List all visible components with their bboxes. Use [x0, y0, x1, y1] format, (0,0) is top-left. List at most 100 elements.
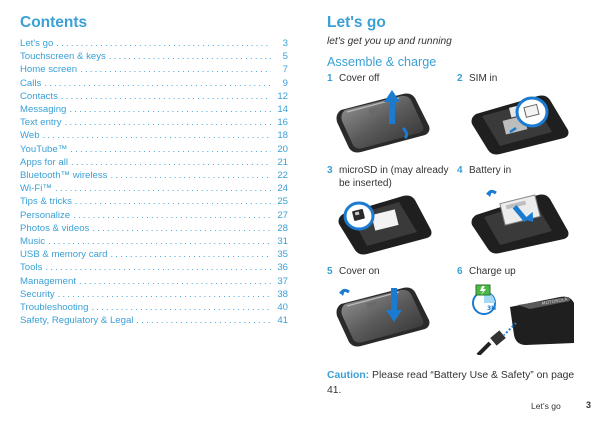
toc-entry-page: 40	[277, 302, 288, 314]
toc-entry-label: Let's go	[20, 38, 54, 49]
toc-leader-dots	[92, 222, 271, 235]
toc-entry[interactable]: Touchscreen & keys 5	[20, 50, 288, 63]
toc-entry-label: Management	[20, 275, 76, 287]
toc-entry[interactable]: USB & memory card 35	[20, 248, 288, 261]
toc-leader-dots	[91, 301, 271, 314]
toc-entry[interactable]: Management 37	[20, 275, 288, 288]
toc-entry[interactable]: Safety, Regulatory & Legal 41	[20, 314, 288, 327]
toc-entry-page: 38	[277, 288, 288, 300]
step-4: 4 Battery in	[457, 165, 511, 178]
toc-entry[interactable]: Let's go 3	[20, 37, 288, 50]
toc-entry[interactable]: Messaging 14	[20, 103, 288, 116]
toc-leader-dots	[45, 261, 271, 274]
step-number: 6	[457, 266, 463, 277]
toc-entry-label: Contacts	[20, 90, 58, 102]
charge-up-illustration: MOTOROLA 3H	[472, 284, 574, 355]
toc-entry-page: 27	[277, 209, 288, 221]
toc-entry[interactable]: Web 18	[20, 129, 288, 142]
toc-entry-page: 14	[277, 104, 288, 116]
step-label: microSD in (may already be inserted)	[339, 165, 449, 189]
arrow-down-icon	[512, 205, 534, 223]
toc-entry[interactable]: Personalize 27	[20, 209, 288, 222]
toc-entry-label: Tools	[20, 262, 43, 274]
charge-timer-icon: 3H	[472, 291, 496, 315]
toc-entry-page: 5	[282, 51, 288, 63]
cover-on-illustration	[336, 287, 430, 347]
section-title: Let's go	[327, 14, 386, 31]
toc-leader-dots	[69, 103, 271, 116]
toc-leader-dots	[73, 209, 271, 222]
toc-entry-page: 24	[277, 183, 288, 195]
toc-entry[interactable]: Tools 36	[20, 261, 288, 274]
toc-entry-page: 25	[277, 196, 288, 208]
toc-entry[interactable]: YouTube™20	[20, 143, 288, 156]
toc-entry-page: 16	[277, 117, 288, 129]
toc-entry-page: 12	[277, 90, 288, 102]
battery-in-illustration	[471, 189, 569, 254]
toc-entry[interactable]: Photos & videos28	[20, 222, 288, 235]
toc-leader-dots	[43, 129, 271, 142]
toc-entry-page: 21	[277, 156, 288, 168]
toc-leader-dots	[110, 169, 271, 182]
toc-entry[interactable]: Tips & tricks 25	[20, 195, 288, 208]
arrow-down-icon	[386, 288, 402, 322]
microsd-card-icon	[343, 201, 375, 231]
toc-entry[interactable]: Troubleshooting 40	[20, 301, 288, 314]
toc-entry-page: 18	[277, 130, 288, 142]
toc-entry-page: 22	[277, 170, 288, 182]
step-label: Cover on	[339, 266, 380, 277]
toc-entry[interactable]: Wi-Fi™24	[20, 182, 288, 195]
toc-entry-label: Touchscreen & keys	[20, 51, 106, 63]
toc-leader-dots	[55, 182, 271, 195]
toc-entry-label: Home screen	[20, 64, 78, 76]
toc-leader-dots	[56, 37, 271, 50]
toc-entry-page: 35	[277, 249, 288, 261]
step-label: Charge up	[469, 266, 516, 277]
lets-go-section: Let's go let's get you up and running As…	[327, 14, 597, 70]
caution-text: Please read “Battery Use & Safety” on pa…	[327, 370, 575, 396]
toc-entry-label: Messaging	[20, 104, 67, 116]
toc-entry-label: Web	[20, 130, 40, 142]
toc-entry-label: Troubleshooting	[20, 302, 89, 314]
toc-entry-label: Safety, Regulatory & Legal	[20, 315, 134, 327]
arrow-up-icon	[384, 90, 400, 124]
step-number: 4	[457, 165, 463, 176]
toc-entry-page: 36	[277, 262, 288, 274]
caution-note: Caution: Please read “Battery Use & Safe…	[327, 369, 577, 398]
step-label: Battery in	[469, 165, 512, 176]
toc-entry-page: 9	[282, 77, 288, 89]
toc-entry[interactable]: Home screen 7	[20, 63, 288, 76]
toc-entry-label: Bluetooth™ wireless	[20, 170, 108, 182]
svg-text:MOTOROLA: MOTOROLA	[541, 296, 569, 307]
toc-entry[interactable]: Text entry16	[20, 116, 288, 129]
toc-entry-page: 3	[282, 38, 288, 49]
toc-entry-label: Tips & tricks	[20, 196, 72, 208]
toc-entry-page: 7	[282, 64, 288, 76]
toc-entry-label: USB & memory card	[20, 249, 108, 261]
toc-entry[interactable]: Music31	[20, 235, 288, 248]
step-label: SIM in	[469, 73, 498, 84]
toc-entry[interactable]: Calls9	[20, 77, 288, 90]
toc-leader-dots	[109, 50, 271, 63]
toc-leader-dots	[80, 63, 271, 76]
toc-entry[interactable]: Security38	[20, 288, 288, 301]
toc-entry-label: Apps for all	[20, 156, 68, 168]
toc-leader-dots	[48, 235, 271, 248]
table-of-contents: Contents Let's go3Touchscreen & keys5Hom…	[20, 14, 288, 327]
toc-leader-dots	[110, 248, 271, 261]
step-number: 2	[457, 73, 463, 84]
charge-duration-label: 3H	[487, 305, 496, 312]
toc-entry-page: 37	[277, 275, 288, 287]
toc-entry-page: 41	[277, 315, 288, 327]
step-number: 1	[327, 73, 333, 84]
toc-entry-label: Personalize	[20, 209, 71, 221]
caution-label: Caution:	[327, 370, 370, 381]
toc-entry[interactable]: Apps for all 21	[20, 156, 288, 169]
toc-entry[interactable]: Bluetooth™ wireless 22	[20, 169, 288, 182]
toc-entry[interactable]: Contacts 12	[20, 90, 288, 103]
toc-title: Contents	[20, 14, 88, 31]
section-subtitle: let's get you up and running	[327, 36, 452, 47]
toc-entry-label: Photos & videos	[20, 222, 90, 234]
